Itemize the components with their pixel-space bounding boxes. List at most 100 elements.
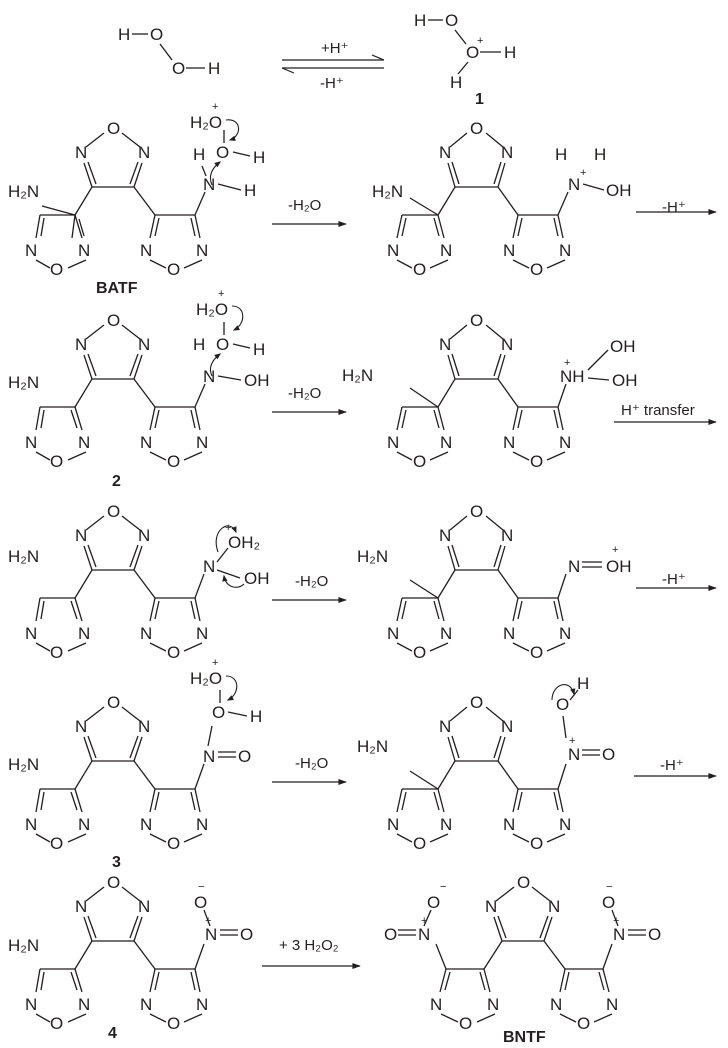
bond-line [543,940,566,970]
atom-label: N [439,143,451,162]
atom-label: H₂N [357,547,388,566]
atom-label: − [606,881,612,893]
atom-label: N [503,241,515,260]
atom-label: O [470,502,483,521]
bond-line [183,451,203,461]
protonated-nitrogen-intermediate: O N N H₂N N N O N N O N OH₂ + [8,502,270,662]
atom-label: N [501,717,513,736]
bond-line [429,451,449,461]
bond-line [557,788,564,813]
hydroxy-nitroso-intermediate: O N N H₂N N N O N N O N + [357,674,615,853]
bond-line [485,515,504,531]
bond-line [35,597,41,622]
bond-line [35,451,51,461]
atom-label: O [413,452,426,471]
atom-label: H [577,674,589,693]
bond-line [401,217,407,237]
bond-line [74,378,93,408]
atom-label: O [107,119,120,138]
atom-label: + [212,101,218,113]
bond-line [194,573,205,599]
bond-line [512,214,519,239]
atom-label: N [75,717,87,736]
compound-3: O N N H₂N N N O N N O N O [8,657,262,871]
compound-label-3: 3 [112,854,121,871]
bond-line [485,132,504,148]
atom-label: N [196,241,208,260]
bond-line [74,569,93,599]
bond-line [512,406,519,431]
bond-line [149,406,156,431]
bond-line [546,451,566,461]
bond-line [433,409,440,429]
bond-line [493,735,502,759]
atom-label: N [78,433,90,452]
bond-line [83,916,93,942]
bond-line [587,377,610,381]
atom-label: N [559,624,571,643]
bond-line [517,409,523,429]
bond-line [74,214,83,239]
atom-label: O [107,693,120,712]
atom-label: N [25,995,37,1014]
atom-label: N [75,526,87,545]
atom-label: -H⁺ [662,199,686,216]
bond-line [593,1013,613,1023]
atom-label: H [504,43,516,62]
atom-label: N [138,143,150,162]
bond-line [559,968,566,993]
bond-line [429,259,449,269]
bond-line [451,544,460,568]
bond-line [437,378,456,408]
atom-label: -H₂O [288,197,321,214]
atom-label: O [50,452,63,471]
bond-line [74,186,93,216]
bond-line [232,151,251,157]
bond-line [87,353,97,377]
bond-line [396,833,413,843]
bond-line [121,132,141,148]
bond-line [396,259,413,269]
atom-label: OH [606,181,632,200]
arrow-stroke [371,54,385,61]
bond-line [40,971,45,991]
bond-line [216,547,229,563]
atom-label: N [568,175,580,194]
compound-2: O N N H₂N N N O N N O N H OH [8,288,270,490]
atom-o: O [150,25,163,44]
bond-line [149,968,156,993]
bond-line [190,409,196,429]
atom-label: O [470,119,483,138]
bond-line [40,600,45,620]
bond-line [70,409,78,429]
bond-line [129,915,139,939]
bond-line [485,706,504,722]
bond-line [154,600,160,620]
atom-label: OH [244,371,270,390]
bond-line [154,409,160,429]
reaction-arrow: -H⁺ [636,571,717,591]
atom-label: OH [244,569,270,588]
bond-line [485,324,504,340]
bond-line [133,916,143,942]
bond-line [553,409,559,429]
bond-line [557,573,567,599]
atom-label: N [559,433,571,452]
atom-label: N [503,815,515,834]
bond-line [35,214,41,239]
bond-line [190,971,196,991]
atom-label: N [140,241,152,260]
bond-line [557,597,564,622]
atom-label: N [418,925,430,944]
bond-line [449,324,468,340]
compound-4: O N N H₂N N N O N N O N + O [8,873,253,1042]
compound-label-bntf: BNTF [503,1029,546,1046]
bond-line [74,940,93,970]
bond-line [190,600,196,620]
condition-plus-h: +H⁺ [321,40,349,57]
bond-line [227,711,248,717]
atom-label: NH [560,367,585,386]
bond-line [602,968,610,993]
bond-line [497,162,506,188]
